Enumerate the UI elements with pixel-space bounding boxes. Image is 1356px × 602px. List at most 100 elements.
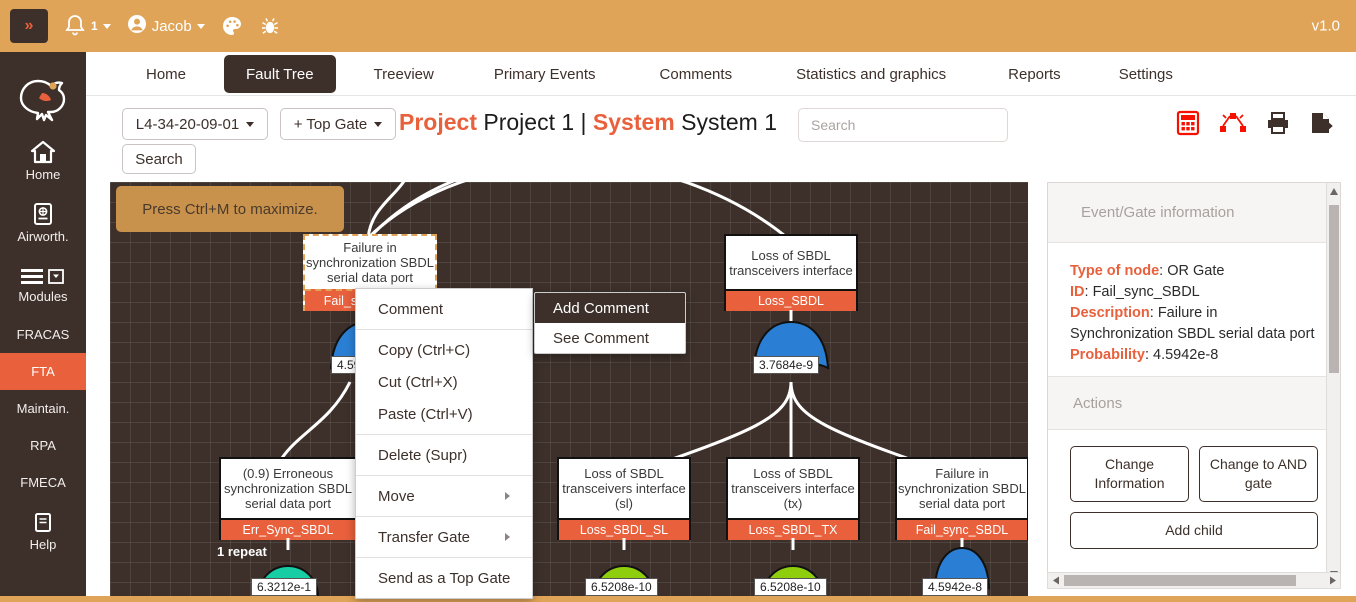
context-menu-label: Delete (Supr) — [378, 446, 468, 464]
menu-divider — [356, 329, 532, 330]
tab-comments[interactable]: Comments — [659, 65, 733, 83]
toolbar-icon-group — [1175, 110, 1335, 141]
panel-horizontal-scrollbar[interactable] — [1047, 572, 1341, 589]
chevron-down-icon — [246, 121, 255, 127]
fault-tree-canvas[interactable]: Failure in synchronization SBDL serial d… — [110, 182, 1028, 602]
field-label: ID — [1070, 284, 1085, 300]
context-menu-item-cut[interactable]: Cut (Ctrl+X) — [356, 366, 532, 398]
context-menu-label: Copy (Ctrl+C) — [378, 341, 471, 359]
tree-node-loss-sbdl-sl[interactable]: Loss of SBDL transceivers interface (sl)… — [557, 457, 691, 540]
tree-node-fail-sync-sbdl-transfer[interactable]: Failure in synchronization SBDL serial d… — [895, 457, 1028, 540]
notifications-button[interactable]: 1 — [64, 14, 111, 38]
sidebar-item-fracas[interactable]: FRACAS — [0, 316, 86, 353]
tab-fault-tree[interactable]: Fault Tree — [224, 55, 336, 93]
tree-select-label: L4-34-20-09-01 — [135, 115, 240, 133]
tab-primary-events[interactable]: Primary Events — [493, 65, 596, 83]
sidebar-item-label: Help — [29, 537, 57, 552]
submenu-label: See Comment — [553, 329, 649, 347]
tree-node-loss-sbdl-tx[interactable]: Loss of SBDL transceivers interface (tx)… — [726, 457, 860, 540]
sidebar-item-fmeca[interactable]: FMECA — [0, 464, 86, 501]
add-top-gate-label: + Top Gate — [293, 115, 368, 133]
add-top-gate-button[interactable]: + Top Gate — [280, 108, 396, 140]
context-menu-item-move[interactable]: Move — [356, 480, 532, 512]
submenu-item-add-comment[interactable]: Add Comment — [535, 293, 685, 323]
context-menu-item-copy[interactable]: Copy (Ctrl+C) — [356, 334, 532, 366]
tab-statistics-and-graphics[interactable]: Statistics and graphics — [796, 65, 947, 83]
context-menu-item-comment[interactable]: Comment — [356, 293, 532, 325]
submenu-label: Add Comment — [553, 299, 649, 317]
probability-chip: 4.5942e-8 — [922, 578, 989, 596]
sidebar-item-help[interactable]: Help — [0, 501, 86, 563]
sidebar: Home Airworth. — [0, 52, 86, 602]
field-value: 4.5942e-8 — [1153, 347, 1219, 363]
sidebar-toggle-button[interactable]: » — [10, 9, 48, 43]
tab-treeview[interactable]: Treeview — [373, 65, 434, 83]
scrollbar-arrows — [1053, 576, 1336, 585]
field-label: Type of node — [1070, 263, 1160, 279]
palette-icon[interactable] — [221, 15, 243, 37]
context-menu-item-delete[interactable]: Delete (Supr) — [356, 439, 532, 471]
add-child-button[interactable]: Add child — [1070, 512, 1318, 549]
tree-node-loss-sbdl[interactable]: Loss of SBDL transceivers interface Loss… — [724, 234, 858, 311]
fault-tree-toolbar: L4-34-20-09-01 + Top Gate Search — [86, 96, 1356, 180]
sidebar-item-label: Maintain. — [16, 401, 70, 416]
system-value: System 1 — [681, 109, 777, 135]
sidebar-item-rpa[interactable]: RPA — [0, 427, 86, 464]
sidebar-item-home[interactable]: Home — [0, 130, 86, 192]
context-menu-label: Move — [378, 487, 415, 505]
tab-reports[interactable]: Reports — [1008, 65, 1061, 83]
field-label: Description — [1070, 305, 1150, 321]
title-separator: | — [580, 109, 587, 135]
modules-icon — [19, 266, 67, 286]
menu-divider — [356, 557, 532, 558]
node-id-badge: Loss_SBDL_SL — [559, 518, 689, 540]
main-navigation: Home Fault Tree Treeview Primary Events … — [86, 52, 1356, 96]
context-menu-label: Transfer Gate — [378, 528, 470, 546]
chevron-right-icon — [505, 492, 510, 500]
field-type-of-node: Type of node: OR Gate — [1070, 263, 1225, 279]
context-menu-item-paste[interactable]: Paste (Ctrl+V) — [356, 398, 532, 430]
change-information-button[interactable]: Change Information — [1070, 446, 1189, 502]
repeat-count-label: 1 repeat — [217, 544, 267, 559]
search-input[interactable] — [798, 108, 1008, 142]
actions-row: Change Information Change to AND gate — [1048, 430, 1340, 502]
export-icon[interactable] — [1309, 111, 1335, 140]
tree-select-dropdown[interactable]: L4-34-20-09-01 — [122, 108, 268, 140]
book-icon — [32, 512, 54, 534]
calculate-icon[interactable] — [1175, 110, 1201, 141]
sidebar-item-modules[interactable]: Modules — [0, 254, 86, 316]
probability-chip: 3.7684e-9 — [753, 356, 820, 374]
sidebar-item-maintainability[interactable]: Maintain. — [0, 390, 86, 427]
sidebar-toggle-label: » — [24, 17, 34, 34]
user-menu-button[interactable]: Jacob — [127, 14, 205, 38]
context-menu-label: Paste (Ctrl+V) — [378, 405, 473, 423]
bug-icon[interactable] — [259, 15, 281, 37]
change-to-and-gate-button[interactable]: Change to AND gate — [1199, 446, 1318, 502]
menu-divider — [356, 434, 532, 435]
sidebar-item-label: RPA — [30, 438, 56, 453]
panel-vertical-scrollbar[interactable] — [1326, 183, 1340, 581]
minimal-cutsets-icon[interactable] — [1219, 111, 1247, 140]
comment-submenu[interactable]: Add Comment See Comment — [534, 292, 686, 354]
page-title: Project Project 1 | System System 1 — [399, 109, 777, 136]
submenu-item-see-comment[interactable]: See Comment — [535, 323, 685, 353]
actions-header: Actions — [1048, 376, 1340, 430]
sidebar-item-fta[interactable]: FTA — [0, 353, 86, 390]
sidebar-item-airworthiness[interactable]: Airworth. — [0, 192, 86, 254]
node-description: Loss of SBDL transceivers interface (sl) — [562, 466, 686, 511]
print-icon[interactable] — [1265, 111, 1291, 140]
node-context-menu[interactable]: Comment Copy (Ctrl+C) Cut (Ctrl+X) Paste… — [355, 288, 533, 599]
chevron-down-icon — [102, 23, 111, 29]
horizontal-scroll-thumb[interactable] — [1064, 575, 1296, 586]
context-menu-item-transfer-gate[interactable]: Transfer Gate — [356, 521, 532, 553]
vertical-scroll-thumb[interactable] — [1329, 205, 1339, 373]
field-value: Failure in Synchronization SBDL serial d… — [1070, 305, 1315, 342]
search-button[interactable]: Search — [122, 144, 196, 174]
sidebar-item-label: Modules — [18, 289, 68, 304]
tab-home[interactable]: Home — [146, 65, 187, 83]
tree-node-err-sync-sbdl[interactable]: (0.9) Erroneous synchronization SBDL ser… — [219, 457, 357, 540]
context-menu-item-send-as-top-gate[interactable]: Send as a Top Gate — [356, 562, 532, 594]
bell-icon — [64, 14, 86, 38]
field-probability: Probability: 4.5942e-8 — [1070, 347, 1219, 363]
tab-settings[interactable]: Settings — [1118, 65, 1173, 83]
